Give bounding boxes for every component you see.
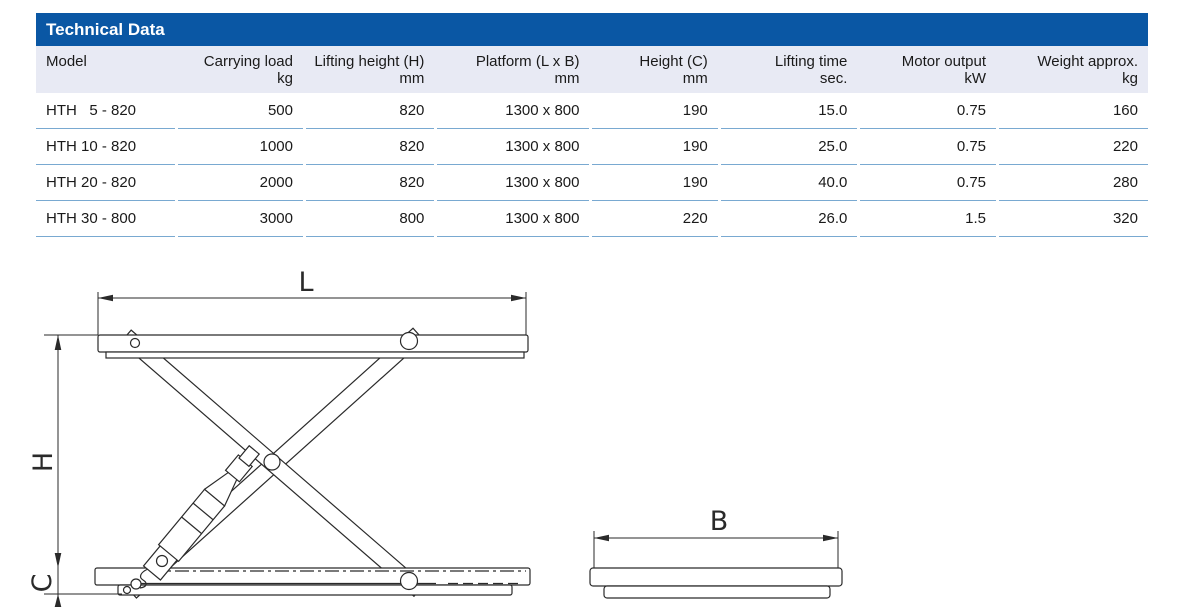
dimension-b: B — [593, 506, 839, 568]
col-header-weight: Weight approx. kg — [1037, 53, 1138, 87]
col-header-platform: Platform (L x B) mm — [475, 53, 580, 87]
table-row: HTH 5 - 820 500 820 1300 x 800 190 15.0 … — [36, 93, 1148, 129]
dimension-h-label: H — [28, 452, 59, 472]
dimension-h: H — [28, 334, 98, 607]
table-row: HTH 10 - 820 1000 820 1300 x 800 190 25.… — [36, 129, 1148, 165]
col-header-lifting-height: Lifting height (H) mm — [314, 53, 425, 87]
technical-drawing: L H C — [0, 255, 1186, 609]
table-row: HTH 30 - 800 3000 800 1300 x 800 220 26.… — [36, 201, 1148, 237]
top-platform — [97, 334, 529, 359]
dimension-l-label: L — [298, 267, 313, 298]
end-view: B — [589, 506, 843, 599]
table-title: Technical Data — [36, 13, 1148, 46]
table-row: HTH 20 - 820 2000 820 1300 x 800 190 40.… — [36, 165, 1148, 201]
col-header-motor-output: Motor output kW — [901, 53, 987, 87]
col-header-lifting-time: Lifting time sec. — [774, 53, 848, 87]
col-header-height-c: Height (C) mm — [639, 53, 708, 87]
pivot-joint — [122, 331, 419, 595]
side-view: L H C — [27, 267, 531, 607]
technical-data-table: Technical Data Model Carrying load kg Li… — [36, 13, 1148, 237]
dimension-b-label: B — [710, 506, 729, 537]
col-header-model: Model — [46, 53, 87, 70]
table-header-row: Model Carrying load kg Lifting height (H… — [36, 46, 1148, 93]
dimension-c: C — [27, 574, 122, 607]
col-header-carrying-load: Carrying load kg — [203, 53, 293, 87]
hydraulic-cylinder — [139, 444, 261, 589]
dimension-c-label: C — [27, 574, 58, 593]
end-view-platform — [589, 567, 843, 599]
dimension-l: L — [97, 267, 527, 335]
